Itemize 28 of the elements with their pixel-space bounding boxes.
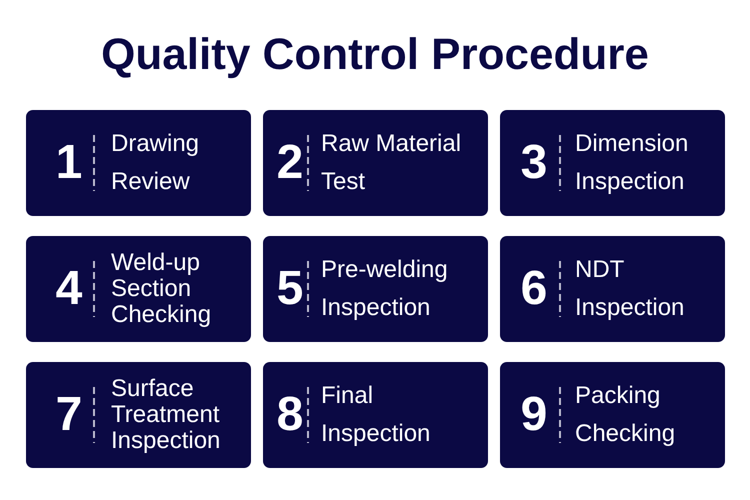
step-number: 5 (276, 265, 304, 313)
step-label: Weld-up Section Checking (111, 250, 212, 328)
step-number: 6 (520, 265, 548, 313)
title: Quality Control Procedure (101, 31, 649, 80)
step-card (263, 236, 488, 342)
step-label: Raw Material Test (321, 129, 462, 197)
step-card (26, 236, 251, 342)
step-number: 8 (276, 391, 304, 439)
step-label: Dimension Inspection (575, 129, 690, 197)
step-label: Packing Checking (575, 381, 676, 449)
step-number: 1 (56, 139, 82, 187)
step-card (500, 236, 725, 342)
step-card (500, 362, 725, 468)
step-label: Final Inspection (321, 381, 432, 449)
step-card (500, 110, 725, 216)
step-card (263, 110, 488, 216)
step-label: Drawing Review (111, 129, 200, 197)
step-label: Surface Treatment Inspection (111, 376, 222, 454)
step-number: 3 (520, 139, 548, 187)
step-number: 2 (276, 139, 304, 187)
step-number: 7 (56, 391, 82, 439)
step-label: NDT Inspection (575, 255, 686, 323)
step-number: 9 (520, 391, 548, 439)
step-card (26, 110, 251, 216)
step-number: 4 (56, 265, 82, 313)
step-card (263, 362, 488, 468)
step-card (26, 362, 251, 468)
step-label: Pre-welding Inspection (321, 255, 449, 323)
